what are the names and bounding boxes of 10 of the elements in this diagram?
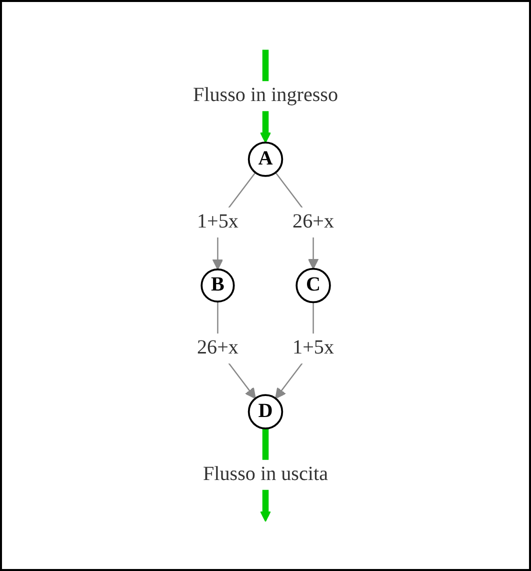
edge-label: 26+x <box>292 211 334 232</box>
edge-label: Flusso in ingresso <box>192 84 338 106</box>
edge-label: 1+5x <box>292 337 334 359</box>
node-circle: B <box>200 268 235 303</box>
edge-label: 26+x <box>196 337 238 359</box>
node-circle: A <box>248 142 284 177</box>
edge-label: Flusso in uscita <box>203 464 328 485</box>
edge-label: 1+5x <box>196 211 238 232</box>
node-circle: C <box>296 268 331 304</box>
node-circle: D <box>248 394 284 430</box>
